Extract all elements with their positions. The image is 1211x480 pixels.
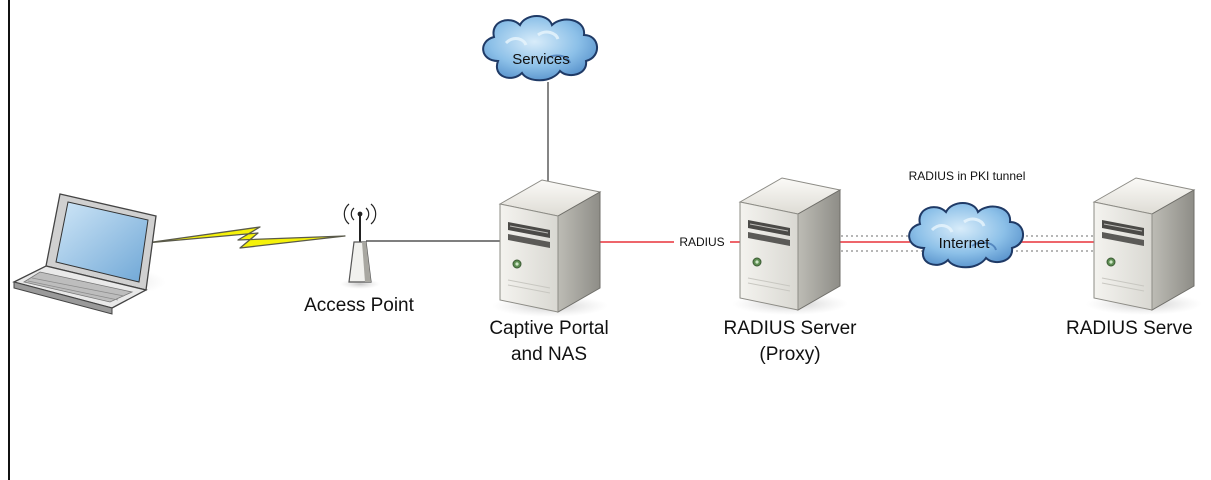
services-cloud-icon bbox=[481, 14, 599, 82]
wireless-access-point-icon bbox=[340, 203, 380, 289]
captive-portal-server-icon bbox=[491, 179, 609, 318]
radius-proxy-label-line1: RADIUS Server bbox=[723, 318, 857, 339]
services-cloud-label: Services bbox=[512, 51, 570, 68]
internet-cloud-label: Internet bbox=[939, 235, 991, 252]
radius-link-label: RADIUS bbox=[679, 235, 724, 249]
captive-portal-label-line1: Captive Portal bbox=[489, 318, 608, 339]
radius-proxy-server-icon bbox=[731, 177, 849, 316]
tunnel-label: RADIUS in PKI tunnel bbox=[909, 169, 1026, 183]
access-point-label: Access Point bbox=[304, 295, 415, 316]
radius-server-icon bbox=[1085, 177, 1203, 316]
captive-portal-label-line2: and NAS bbox=[511, 344, 587, 365]
radius-server-label: RADIUS Serve bbox=[1066, 318, 1193, 339]
laptop-icon bbox=[12, 193, 166, 315]
lightning-bolt-icon bbox=[145, 226, 346, 249]
radius-proxy-label-line2: (Proxy) bbox=[759, 344, 820, 365]
